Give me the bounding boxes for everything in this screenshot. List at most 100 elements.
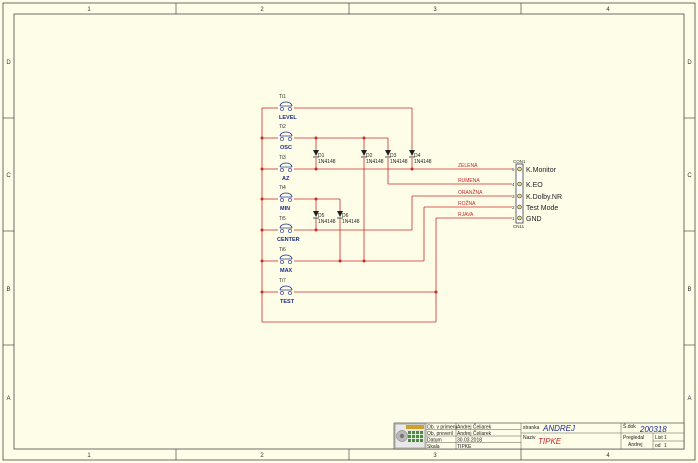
- switch-ti6: Ti6 MAX: [279, 247, 293, 274]
- tb-st-label: Š.dok: [623, 423, 636, 430]
- col-label-1-top: 1: [87, 7, 91, 13]
- diode-ref: D6: [342, 213, 349, 219]
- row-dividers: [3, 117, 695, 346]
- tb-row-1-value: Andrej Čeliarek: [457, 424, 492, 431]
- tb-naziv-value: TIPKE: [538, 437, 562, 446]
- tb-row-1-label: Ob. v primeru: [427, 425, 458, 431]
- diode-d1: D1 1N4148: [313, 150, 336, 165]
- switch-name: LEVEL: [279, 115, 297, 121]
- tb-row-4-label: Skala: [427, 444, 440, 450]
- tb-od-label: od: [655, 443, 661, 449]
- row-label-d-left: D: [6, 60, 11, 66]
- row-label-b-right: B: [687, 287, 691, 293]
- switch-ti5: Ti5 CENTER: [277, 216, 300, 243]
- col-label-3-top: 3: [433, 7, 437, 13]
- connector-con1: CON1 5 4 3 2 1 K.Monitor K.EO K.Dolby.NR…: [512, 159, 562, 229]
- diode-ref: D5: [318, 213, 325, 219]
- tb-pregledal-label: Pregledal: [623, 435, 644, 441]
- switch-ref: Ti3: [279, 155, 286, 161]
- connector-pin-4-label: K.EO: [526, 182, 543, 189]
- diode-part: 1N4148: [342, 219, 360, 225]
- diode-d6: D6 1N4148: [337, 211, 360, 225]
- switch-ref: Ti7: [279, 278, 286, 284]
- col-label-4-top: 4: [606, 7, 610, 13]
- connector-pin-5-label: K.Monitor: [526, 167, 557, 174]
- row-label-d-right: D: [687, 60, 692, 66]
- tb-naziv-label: Naziv: [523, 435, 536, 441]
- col-label-4-bottom: 4: [606, 453, 610, 459]
- diode-part: 1N4148: [390, 159, 408, 165]
- connector-pin-1-num: 1: [512, 216, 515, 221]
- tb-stranka-label: stranka: [523, 425, 540, 431]
- row-label-a-right: A: [687, 396, 691, 402]
- row-label-c-right: C: [687, 173, 692, 179]
- switch-name: MAX: [280, 268, 293, 274]
- col-label-2-top: 2: [260, 7, 264, 13]
- switch-ti3: Ti3 AZ: [279, 155, 293, 182]
- connector-pin-5-num: 5: [512, 167, 515, 172]
- net-label-rumena: RUMENA: [458, 178, 480, 184]
- row-label-c-left: C: [6, 173, 11, 179]
- connector-pin-4-num: 4: [512, 182, 515, 187]
- tb-row-3-value: 30.03.2018: [457, 438, 482, 444]
- column-dividers: [175, 3, 522, 460]
- switch-ti4: Ti4 MIN: [279, 185, 293, 212]
- tb-row-3-label: Datum: [427, 438, 442, 444]
- switch-ref: Ti1: [279, 94, 286, 100]
- tb-list-label: List: [655, 435, 663, 441]
- tb-row-2-label: Ob. preveril: [427, 431, 453, 437]
- diode-ref: D4: [414, 153, 421, 159]
- col-label-3-bottom: 3: [433, 453, 437, 459]
- tb-pregledal-value: Andrej: [628, 442, 642, 448]
- diode-part: 1N4148: [318, 219, 336, 225]
- diode-ref: D3: [390, 153, 397, 159]
- connector-pin-2-num: 2: [512, 205, 515, 210]
- row-label-b-left: B: [6, 287, 10, 293]
- net-label-zelena: ZELENA: [458, 163, 478, 169]
- title-block: Ob. v primeru Andrej Čeliarek Ob. prever…: [393, 422, 685, 450]
- diode-d2: D2 1N4148: [361, 150, 384, 165]
- diode-ref: D2: [366, 153, 373, 159]
- switch-ti7: Ti7 TEST: [279, 278, 295, 305]
- switch-name: CENTER: [277, 237, 300, 243]
- tb-row-4-value: TIPKE: [457, 444, 472, 450]
- tb-stranka-value: ANDREJ: [542, 424, 576, 433]
- tb-row-2-value: Andrej Čeliarek: [457, 430, 492, 437]
- tb-list-value: 1: [664, 435, 667, 441]
- company-logo: [394, 423, 426, 449]
- diode-part: 1N4148: [414, 159, 432, 165]
- switch-name: AZ: [282, 176, 290, 182]
- tb-st-value: 200318: [639, 425, 667, 434]
- net-label-rozna: ROŽNA: [458, 199, 476, 207]
- switch-name: MIN: [280, 206, 290, 212]
- row-label-a-left: A: [6, 396, 10, 402]
- connector-pin-3-label: K.Dolby.NR: [526, 194, 562, 201]
- diode-part: 1N4148: [318, 159, 336, 165]
- connector-body: [515, 163, 524, 224]
- connector-pin-1-label: GND: [526, 216, 542, 223]
- junctions: [260, 136, 438, 294]
- connector-ref-top: CON1: [513, 159, 526, 164]
- diode-d4: D4 1N4148: [409, 150, 432, 165]
- switch-name: OSC: [280, 145, 292, 151]
- connector-ref-bottom: CN11: [513, 224, 525, 229]
- switch-ref: Ti4: [279, 185, 286, 191]
- col-label-2-bottom: 2: [260, 453, 264, 459]
- diode-d3: D3 1N4148: [385, 150, 408, 165]
- switch-ref: Ti5: [279, 216, 286, 222]
- net-label-oranzna: ORANŽNA: [458, 188, 483, 196]
- switch-ti2: Ti2 OSC: [279, 124, 293, 151]
- connector-pin-3-num: 3: [512, 194, 515, 199]
- switch-name: TEST: [280, 299, 295, 305]
- tb-od-value: 1: [664, 443, 667, 449]
- switch-ref: Ti6: [279, 247, 286, 253]
- diode-d5: D5 1N4148: [313, 211, 336, 225]
- diode-part: 1N4148: [366, 159, 384, 165]
- diode-ref: D1: [318, 153, 325, 159]
- connector-pin-2-label: Test Mode: [526, 205, 558, 212]
- switch-ti1: Ti1 LEVEL: [279, 94, 297, 121]
- net-label-rjava: RJAVA: [458, 212, 474, 218]
- wires: [261, 107, 512, 323]
